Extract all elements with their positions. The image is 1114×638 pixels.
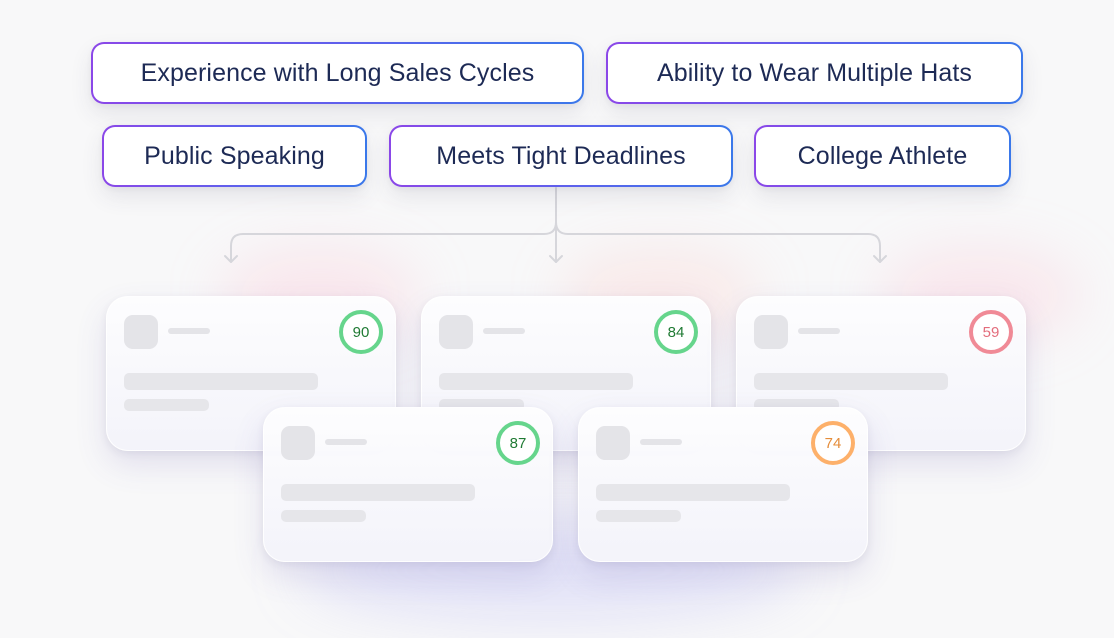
skill-tag-tight-deadlines[interactable]: Meets Tight Deadlines xyxy=(389,125,733,187)
title-placeholder xyxy=(281,484,475,501)
title-placeholder xyxy=(596,484,790,501)
arrow-down-icon xyxy=(873,255,887,263)
candidate-card[interactable]: 90 xyxy=(106,296,396,451)
name-placeholder xyxy=(640,439,682,445)
subtitle-placeholder xyxy=(281,510,366,522)
skill-tag-college-athlete[interactable]: College Athlete xyxy=(754,125,1011,187)
arrow-down-icon xyxy=(549,255,563,263)
skill-tag-label: Ability to Wear Multiple Hats xyxy=(608,44,1021,102)
skill-tag-label: Public Speaking xyxy=(104,127,365,185)
score-ring-graphic xyxy=(496,421,540,465)
arrow-down-icon xyxy=(224,255,238,263)
name-placeholder xyxy=(325,439,367,445)
score-ring-circle xyxy=(654,310,698,354)
match-score-ring: 59 xyxy=(968,309,1014,355)
match-score-ring: 84 xyxy=(653,309,699,355)
score-ring-circle xyxy=(811,421,855,465)
skill-tag-multiple-hats[interactable]: Ability to Wear Multiple Hats xyxy=(606,42,1023,104)
connector-right xyxy=(555,221,881,263)
match-score-value: 74 xyxy=(824,434,842,452)
subtitle-placeholder xyxy=(124,399,209,411)
name-placeholder xyxy=(168,328,210,334)
match-score-value: 90 xyxy=(352,323,370,341)
skill-tag-label: Experience with Long Sales Cycles xyxy=(93,44,582,102)
candidate-card[interactable]: 74 xyxy=(578,407,868,562)
candidate-card[interactable]: 87 xyxy=(263,407,553,562)
match-score-ring: 74 xyxy=(810,420,856,466)
score-ring-graphic xyxy=(654,310,698,354)
score-ring-graphic xyxy=(811,421,855,465)
avatar-placeholder xyxy=(439,315,473,349)
score-ring-graphic xyxy=(969,310,1013,354)
skill-tag-public-speaking[interactable]: Public Speaking xyxy=(102,125,367,187)
match-score-ring: 90 xyxy=(338,309,384,355)
skill-tag-label: Meets Tight Deadlines xyxy=(391,127,731,185)
title-placeholder xyxy=(439,373,633,390)
score-ring-circle xyxy=(496,421,540,465)
match-score-value: 84 xyxy=(667,323,685,341)
avatar-placeholder xyxy=(596,426,630,460)
avatar-placeholder xyxy=(124,315,158,349)
title-placeholder xyxy=(124,373,318,390)
name-placeholder xyxy=(483,328,525,334)
skill-tag-long-sales-cycles[interactable]: Experience with Long Sales Cycles xyxy=(91,42,584,104)
avatar-placeholder xyxy=(754,315,788,349)
avatar-placeholder xyxy=(281,426,315,460)
skill-tag-label: College Athlete xyxy=(756,127,1009,185)
subtitle-placeholder xyxy=(596,510,681,522)
match-score-value: 87 xyxy=(509,434,527,452)
match-score-value: 59 xyxy=(982,323,1000,341)
score-ring-circle xyxy=(969,310,1013,354)
connector-left xyxy=(230,187,557,263)
match-score-ring: 87 xyxy=(495,420,541,466)
title-placeholder xyxy=(754,373,948,390)
score-ring-graphic xyxy=(339,310,383,354)
name-placeholder xyxy=(798,328,840,334)
score-ring-circle xyxy=(339,310,383,354)
